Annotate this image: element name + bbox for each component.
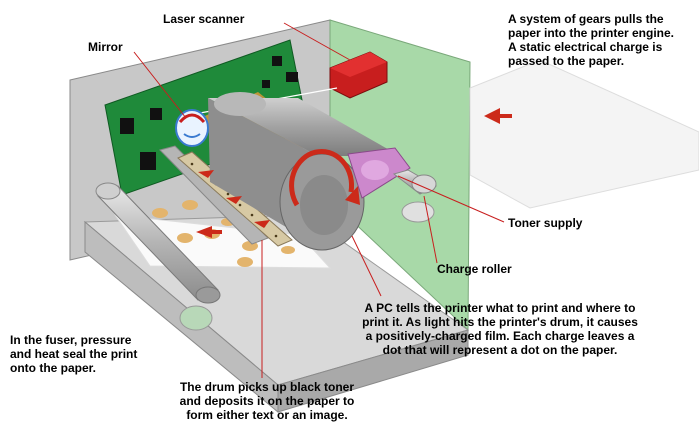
pc-note-line: A PC tells the printer what to print and… — [364, 301, 636, 315]
drum-note: The drum picks up black toner and deposi… — [172, 380, 362, 422]
fuser-note-line: In the fuser, pressure — [10, 333, 132, 347]
pc-note-line: dot that will represent a dot on the pap… — [382, 343, 618, 357]
drum-rotation-arrow — [289, 149, 360, 207]
pc-note: A PC tells the printer what to print and… — [350, 301, 650, 357]
laser-scanner-label: Laser scanner — [163, 12, 245, 26]
laser-scanner-box — [329, 51, 388, 99]
gears-note-line: A system of gears pulls the — [508, 12, 664, 26]
feed-rollers — [179, 201, 435, 331]
gears-note: A system of gears pulls the paper into t… — [508, 12, 674, 68]
leader-lines — [133, 22, 505, 378]
toner-supply-label: Toner supply — [508, 216, 583, 230]
fuser-note: In the fuser, pressure and heat seal the… — [10, 333, 137, 375]
drum-note-line: and deposits it on the paper to — [179, 394, 355, 408]
gears-note-line: paper into the printer engine. — [508, 26, 675, 40]
fuser-note-line: and heat seal the print — [10, 347, 138, 361]
pc-note-line: print it. As light hits the printer's dr… — [362, 315, 638, 329]
fuser-roller — [95, 182, 221, 304]
drum-note-line: form either text or an image. — [186, 408, 348, 422]
pc-note-line: a positively-charged film. Each charge l… — [365, 329, 635, 343]
fuser-note-line: onto the paper. — [10, 361, 97, 375]
drum-note-line: The drum picks up black toner — [179, 380, 355, 394]
gears-note-line: passed to the paper. — [508, 54, 625, 68]
mirror — [175, 109, 209, 147]
toner-supply — [347, 147, 411, 199]
gears-note-line: A static electrical charge is — [508, 40, 663, 54]
drum — [208, 92, 400, 251]
fuser-bar — [159, 145, 269, 245]
charge-roller-label: Charge roller — [437, 262, 512, 276]
paper-input-sheet — [469, 59, 699, 209]
mirror-label: Mirror — [88, 40, 123, 54]
flow-arrows — [196, 108, 512, 238]
